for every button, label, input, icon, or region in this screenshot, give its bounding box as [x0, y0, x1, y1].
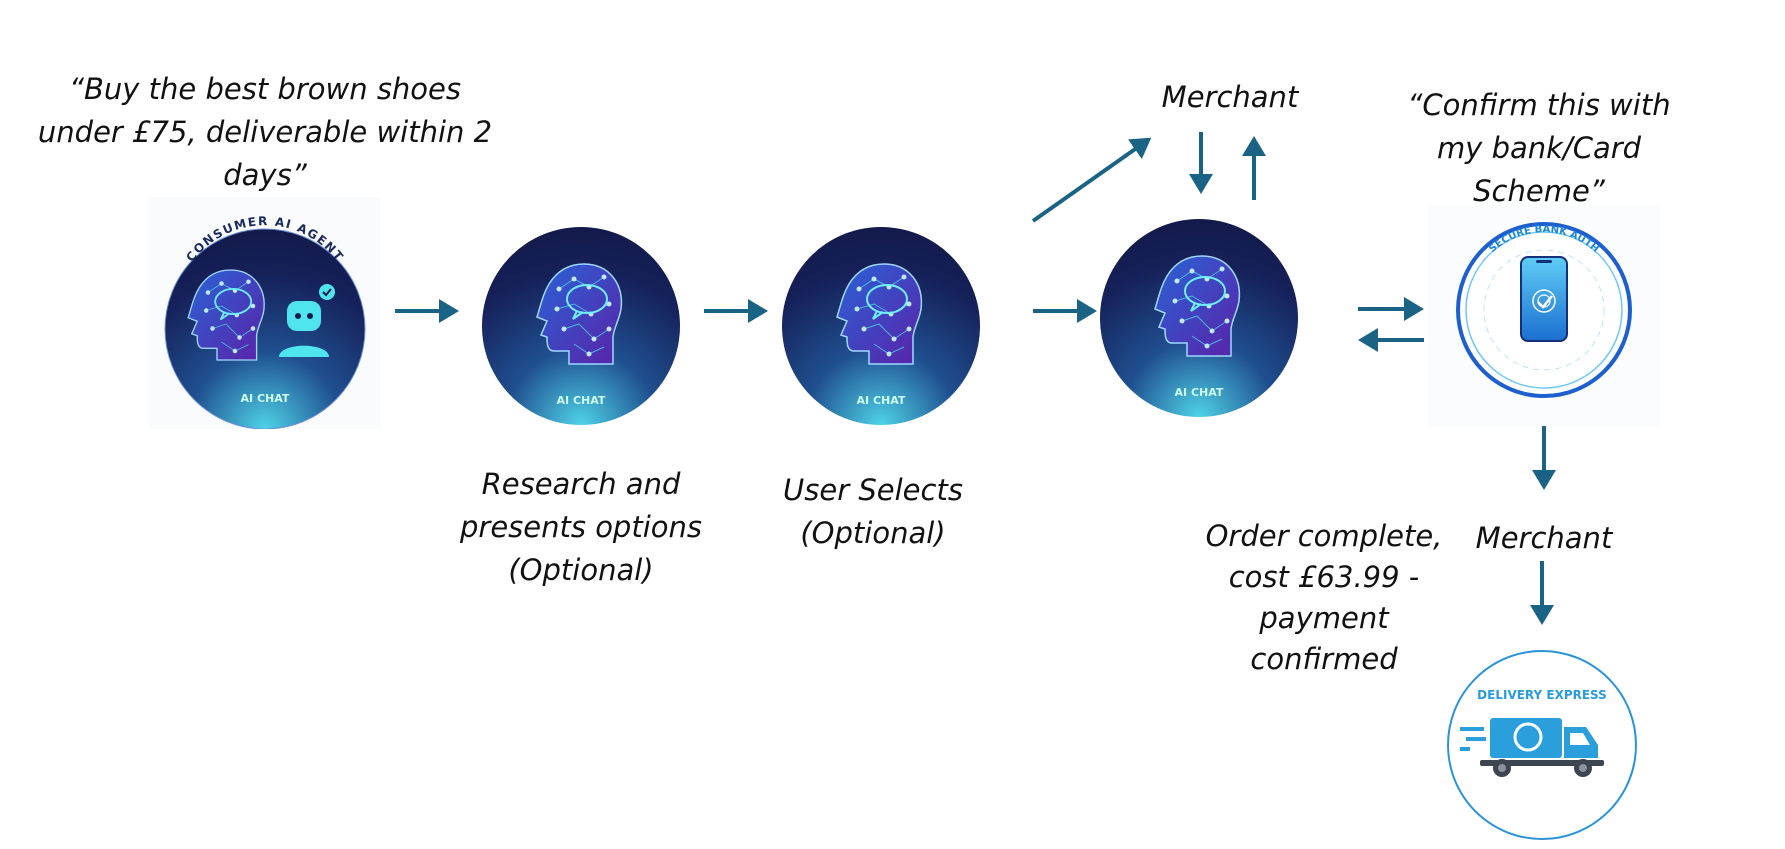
ai-chat-checkout-node: AI CHAT [1099, 218, 1299, 418]
secure-bank-auth-node: SECURE BANK AUTH [1428, 205, 1660, 427]
delivery-title: DELIVERY EXPRESS [1477, 688, 1607, 702]
quote-line: “Buy the best brown shoes [68, 72, 462, 106]
label-line: confirmed [1250, 642, 1398, 676]
ai-chat-badge: AI CHAT [241, 392, 290, 405]
ai-chat-badge: AI CHAT [1175, 386, 1224, 399]
label-line: Research and [481, 467, 681, 501]
arrow-select-to-merchant [1031, 137, 1152, 223]
quote-line: days” [223, 158, 307, 192]
label-line: payment [1259, 601, 1389, 635]
order-complete-label: Order complete, cost £63.99 - payment co… [1206, 516, 1443, 680]
ai-chat-badge: AI CHAT [857, 394, 906, 407]
label-line: Order complete, [1205, 519, 1443, 553]
label-line: (Optional) [508, 553, 654, 587]
ai-chat-select-node: AI CHAT [781, 226, 981, 426]
consumer-ai-agent-node: CONSUMER AI AGENT AI CHAT [149, 197, 381, 429]
quote-line: Scheme” [1473, 174, 1605, 208]
ai-chat-badge: AI CHAT [557, 394, 606, 407]
phone-fingerprint-icon [1520, 256, 1568, 342]
user-request-quote: “Buy the best brown shoes under £75, del… [38, 68, 492, 197]
label-line: presents options [459, 510, 703, 544]
merchant-top-label: Merchant [1161, 80, 1299, 114]
quote-line: “Confirm this with [1407, 88, 1671, 122]
bank-confirm-quote: “Confirm this with my bank/Card Scheme” [1407, 84, 1670, 213]
delivery-truck-icon [1460, 718, 1604, 777]
robot-icon [279, 284, 335, 357]
label-line: User Selects [783, 473, 963, 507]
quote-line: my bank/Card [1436, 131, 1642, 165]
quote-line: under £75, deliverable within 2 [37, 115, 493, 149]
delivery-express-node: DELIVERY EXPRESS [1440, 645, 1644, 849]
label-line: (Optional) [800, 516, 946, 550]
user-selects-label: User Selects (Optional) [783, 469, 963, 555]
merchant-bottom-label: Merchant [1475, 521, 1613, 555]
ai-chat-research-node: AI CHAT [481, 226, 681, 426]
label-line: cost £63.99 - [1228, 560, 1420, 594]
research-label: Research and presents options (Optional) [460, 463, 702, 592]
